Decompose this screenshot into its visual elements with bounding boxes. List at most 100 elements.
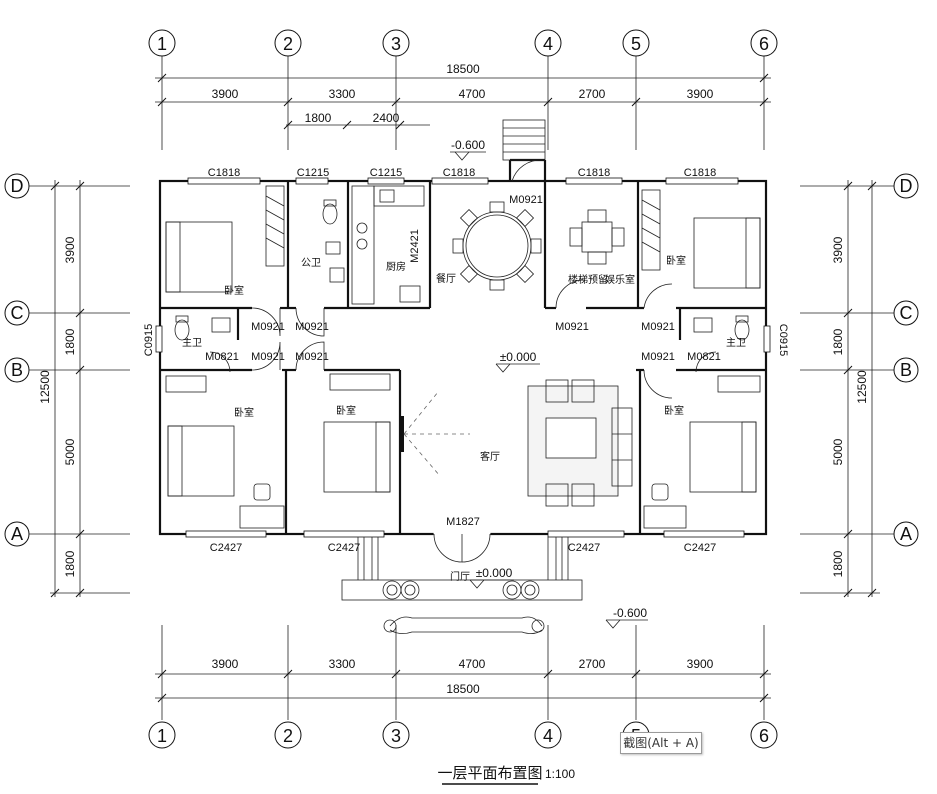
window-label-c2427-4: C2427: [684, 542, 716, 554]
door-label-r1: M0921: [555, 321, 589, 333]
room-living: 客厅: [480, 450, 500, 463]
furniture-mahjong-table: [569, 209, 625, 265]
level-outside: -0.600: [613, 606, 647, 620]
dim-right-1: 3900: [831, 236, 845, 263]
grid-row-c-right: C: [900, 303, 913, 323]
dim-right-2: 1800: [831, 328, 845, 355]
dim-left-total: 12500: [38, 370, 52, 404]
dim-bottom-3: 4700: [459, 657, 486, 671]
furniture-dining-table: [452, 201, 542, 291]
window-label-c1215-2: C1215: [370, 167, 402, 179]
dim-right-3: 5000: [831, 438, 845, 465]
room-public-wc: 公卫: [301, 258, 321, 269]
dimensions-right: 3900 1800 5000 1800 12500: [831, 181, 877, 598]
door-label-r3: M0821: [687, 351, 721, 363]
dim-bottom-total: 18500: [446, 682, 480, 696]
top-stairs: [502, 119, 546, 161]
furniture-beds: [165, 217, 761, 497]
furniture-wardrobes: [165, 185, 761, 393]
dim-top-4: 2700: [579, 87, 606, 101]
grid-bubbles-left: D C B A: [4, 173, 30, 547]
level-entry: ±0.000: [476, 566, 513, 580]
room-labels: 卧室 公卫 厨房 餐厅 楼梯预留 娱乐室 卧室 主卫 主卫 卧室 卧室 客厅 卧…: [182, 254, 746, 583]
grid-col-6-bottom: 6: [759, 726, 769, 746]
dim-top-total: 18500: [446, 62, 480, 76]
grid-row-d-right: D: [900, 176, 913, 196]
window-label-c1818-4: C1818: [684, 167, 716, 179]
dim-top-5: 3900: [687, 87, 714, 101]
room-entertainment: 娱乐室: [605, 273, 635, 286]
drawing-title: 一层平面布置图: [437, 765, 542, 782]
dimensions-bottom: 3900 3300 4700 2700 3900 18500: [155, 657, 771, 703]
dimensions-left: 3900 1800 5000 1800 12500: [38, 181, 85, 598]
door-label-l3: M0821: [205, 351, 239, 363]
grid-row-a-left: A: [11, 524, 23, 544]
furniture-bathrooms: [174, 199, 750, 341]
grid-col-3-bottom: 3: [391, 726, 401, 746]
grid-row-a-right: A: [900, 524, 912, 544]
level-top: -0.600: [451, 138, 485, 152]
window-label-c0915-left: C0915: [143, 324, 155, 356]
dim-top-3: 4700: [459, 87, 486, 101]
door-label-r4: M0921: [641, 351, 675, 363]
dim-bottom-5: 3900: [687, 657, 714, 671]
grid-bubbles-top: 1 2 3 4 5 6: [148, 29, 778, 57]
dim-top-sub-1: 1800: [305, 111, 332, 125]
room-dining: 餐厅: [436, 272, 456, 285]
dim-left-3: 5000: [63, 438, 77, 465]
dim-bottom-1: 3900: [212, 657, 239, 671]
dim-right-4: 1800: [831, 550, 845, 577]
grid-col-2: 2: [283, 34, 293, 54]
building-walls: [158, 158, 768, 536]
dim-bottom-2: 3300: [329, 657, 356, 671]
door-label-l1: M0921: [251, 321, 285, 333]
window-label-c1215-1: C1215: [297, 167, 329, 179]
grid-row-d-left: D: [11, 176, 24, 196]
room-master-wc-right: 主卫: [726, 337, 746, 349]
dimensions-top: 18500 3900 3300 4700 2700 3900 1800 2400: [155, 62, 771, 130]
room-stair: 楼梯预留: [568, 273, 608, 286]
grid-row-c-left: C: [11, 303, 24, 323]
level-markers: -0.600 ±0.000 ±0.000 -0.600: [450, 138, 648, 629]
furniture-kitchen: [351, 185, 425, 305]
door-label-r2: M0921: [641, 321, 675, 333]
window-label-c2427-1: C2427: [210, 542, 242, 554]
window-label-c0915-right: C0915: [777, 324, 789, 356]
door-label-l4: M0921: [251, 351, 285, 363]
drawing-title-block: 一层平面布置图 1:100: [437, 765, 575, 785]
grid-col-4: 4: [543, 34, 553, 54]
window-labels: C1818 C1215 C1215 C1818 C1818 C1818 C091…: [143, 167, 789, 554]
furniture-sofa-set: [527, 379, 633, 507]
grid-col-3: 3: [391, 34, 401, 54]
door-label-l2: M0921: [295, 321, 329, 333]
door-label-top: M0921: [509, 194, 543, 206]
dim-left-4: 1800: [63, 550, 77, 577]
door-label-kitchen: M2421: [409, 229, 421, 263]
door-label-main: M1827: [446, 516, 480, 528]
room-kitchen: 厨房: [386, 260, 406, 273]
room-bedroom-5: 卧室: [664, 404, 684, 417]
grid-col-2-bottom: 2: [283, 726, 293, 746]
room-bedroom-2: 卧室: [666, 254, 686, 267]
window-label-c2427-3: C2427: [568, 542, 600, 554]
grid-row-b-right: B: [900, 360, 912, 380]
window-label-c2427-2: C2427: [328, 542, 360, 554]
furniture-desks: [239, 483, 687, 529]
tv-sightlines: [400, 391, 470, 477]
door-label-l5: M0921: [295, 351, 329, 363]
dim-right-total: 12500: [855, 370, 869, 404]
dim-top-sub-2: 2400: [373, 111, 400, 125]
grid-col-1-bottom: 1: [157, 726, 167, 746]
door-labels: M0921 M2421 M0921 M0921 M0821 M0921 M092…: [205, 194, 721, 528]
window-label-c1818-1: C1818: [208, 167, 240, 179]
screenshot-tooltip: 截图(Alt + A): [620, 732, 702, 754]
dim-top-2: 3300: [329, 87, 356, 101]
room-bedroom-4: 卧室: [336, 404, 356, 417]
dim-left-2: 1800: [63, 328, 77, 355]
window-label-c1818-3: C1818: [578, 167, 610, 179]
dim-bottom-4: 2700: [579, 657, 606, 671]
window-openings: [155, 177, 771, 538]
grid-col-5: 5: [631, 34, 641, 54]
grid-col-4-bottom: 4: [543, 726, 553, 746]
room-master-wc-left: 主卫: [182, 337, 202, 349]
